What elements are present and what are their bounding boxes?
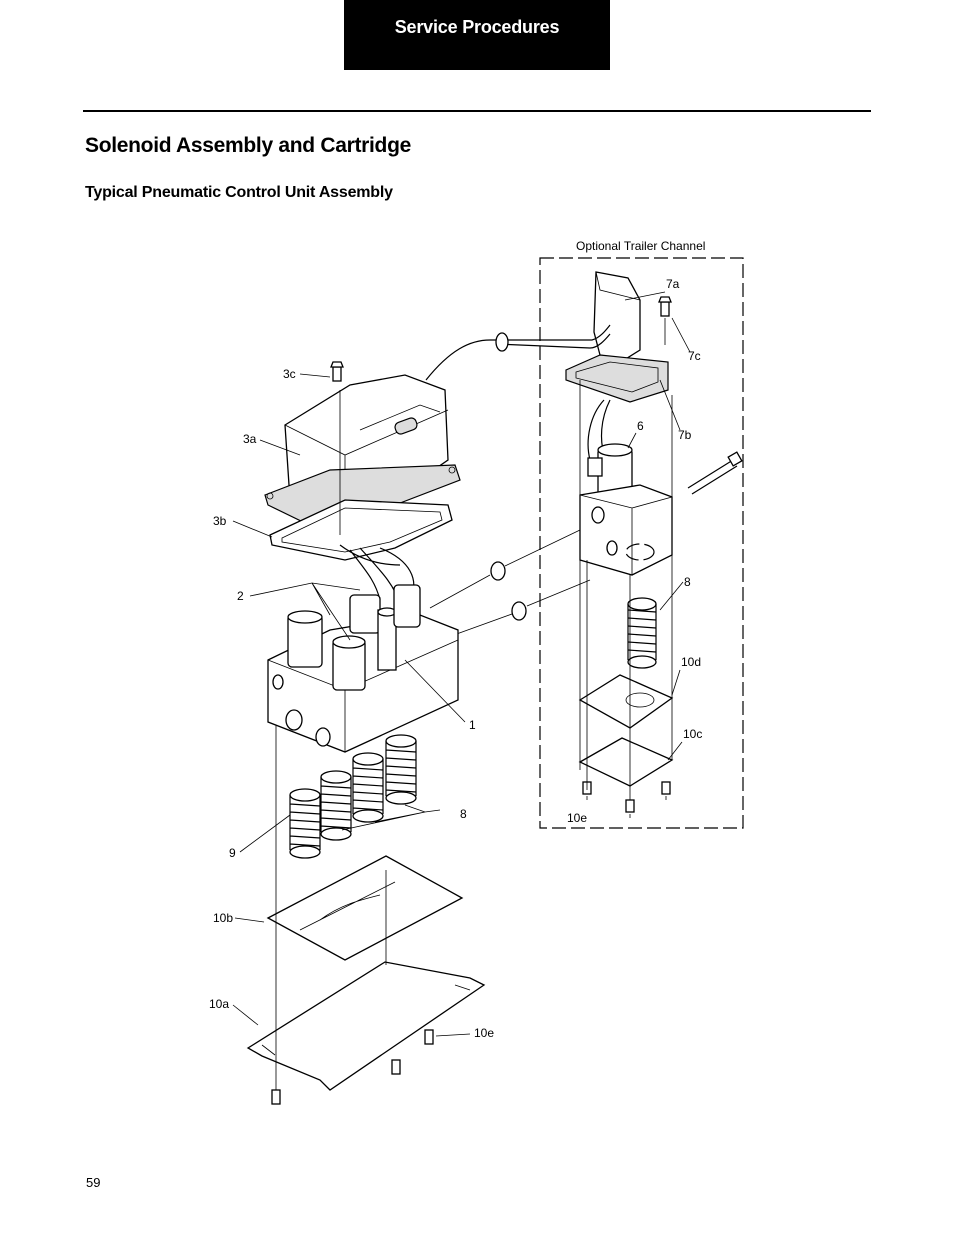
main-springs-part (289, 734, 417, 859)
trailer-cover-part (565, 271, 669, 403)
leader-lines (232, 291, 691, 1037)
callout-7c: 7c (688, 349, 701, 363)
callout-8-left: 8 (460, 807, 467, 821)
trailer-valve-block (579, 484, 673, 576)
base-plate-10a (246, 961, 486, 1091)
callout-10b: 10b (213, 911, 233, 925)
trailer-spring-part (627, 597, 657, 669)
callout-3a: 3a (243, 432, 257, 446)
callout-2: 2 (237, 589, 244, 603)
callout-labels: Optional Trailer Channel 7a 7c 3c 3a 6 7… (209, 239, 705, 1040)
screw-7c-part (658, 296, 672, 345)
callout-3c: 3c (283, 367, 296, 381)
callout-8-right: 8 (684, 575, 691, 589)
callout-10d: 10d (681, 655, 701, 669)
callout-3b: 3b (213, 514, 227, 528)
trailer-solenoid-part (587, 399, 633, 503)
screw-3c-part (330, 361, 344, 382)
callout-10a: 10a (209, 997, 229, 1011)
o-ring-upper (490, 561, 506, 581)
long-bolt-part (687, 451, 743, 495)
callout-7a: 7a (666, 277, 680, 291)
page-title: Solenoid Assembly and Cartridge (85, 134, 411, 157)
figure-subtitle: Typical Pneumatic Control Unit Assembly (85, 184, 393, 201)
section-tab: Service Procedures (344, 0, 610, 70)
header-rule (83, 110, 871, 112)
gasket-3b (269, 499, 453, 561)
callout-1: 1 (469, 718, 476, 732)
trailer-screws-10e (582, 781, 671, 818)
callout-6: 6 (637, 419, 644, 433)
page-number: 59 (86, 1175, 101, 1190)
callout-10e-right: 10e (567, 811, 587, 825)
callout-10c: 10c (683, 727, 702, 741)
gasket-plate-10b (266, 855, 464, 961)
callout-7b: 7b (678, 428, 692, 442)
o-ring-lower (511, 601, 527, 621)
callout-10e-bottom: 10e (474, 1026, 494, 1040)
label-trailer-channel: Optional Trailer Channel (576, 239, 705, 253)
trailer-channel-frame (539, 257, 744, 829)
callout-9: 9 (229, 846, 236, 860)
trailer-gasket-10c (578, 737, 674, 787)
main-solenoids-part (287, 584, 421, 691)
